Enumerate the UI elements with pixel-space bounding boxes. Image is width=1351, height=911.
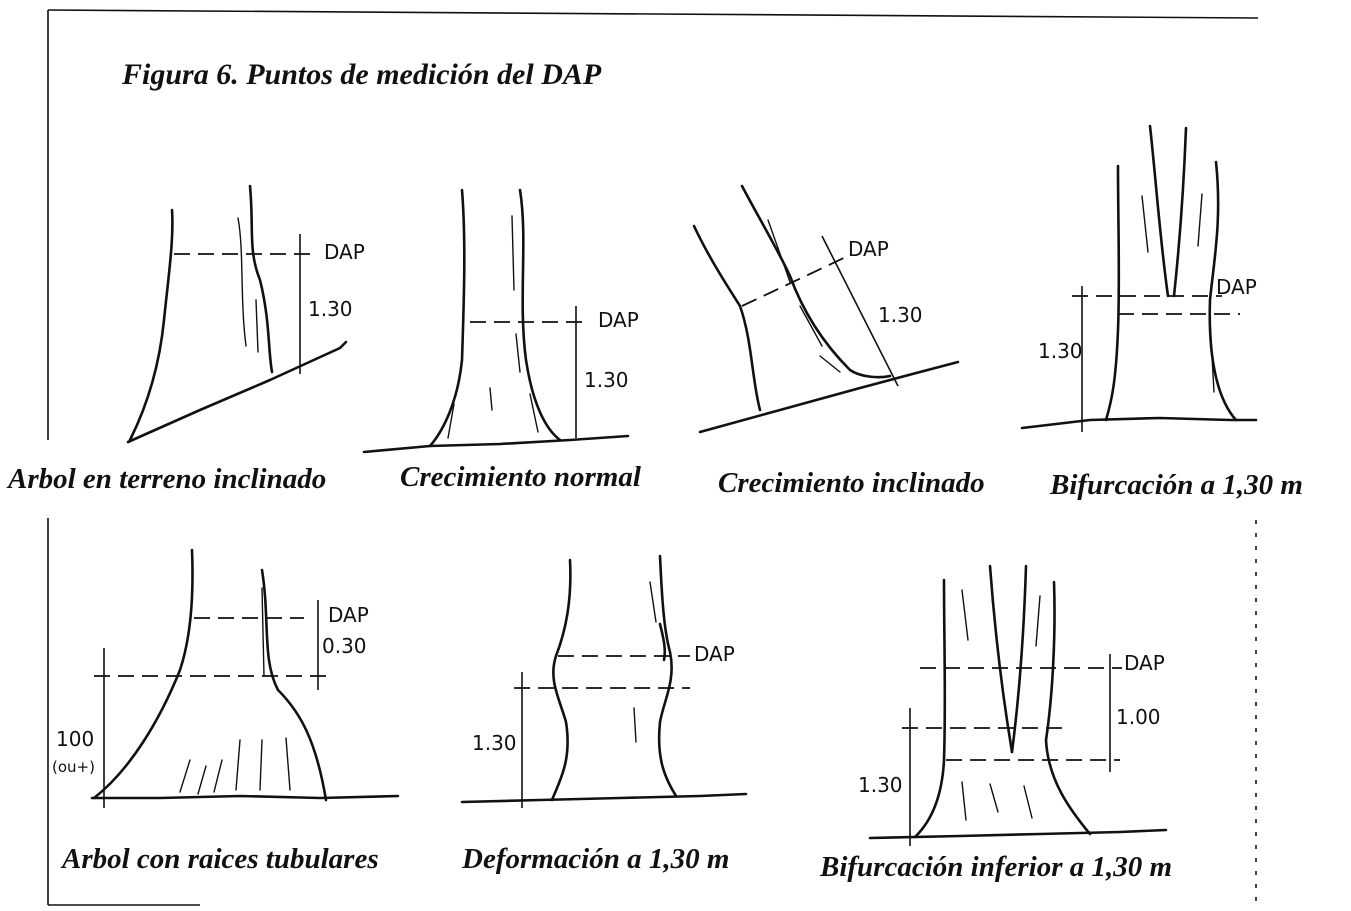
bark-mark	[238, 218, 246, 346]
bark-mark	[256, 300, 258, 352]
height-label: 1.30	[472, 731, 517, 755]
branch-left	[990, 566, 1012, 752]
dap-label: DAP	[598, 308, 639, 332]
panel-fork-below-130: DAP 1.00 1.30	[858, 566, 1166, 846]
branch-right	[1012, 566, 1026, 752]
dap-label: DAP	[694, 642, 735, 666]
ground-line	[92, 796, 398, 798]
root-mark	[214, 760, 222, 792]
trunk-left-edge	[552, 560, 570, 800]
branch-left	[1150, 126, 1168, 296]
height-label: 1.30	[584, 368, 629, 392]
root-mark	[286, 738, 290, 790]
ground-line	[1022, 418, 1256, 428]
caption-fork-at-130: Bifurcación a 1,30 m	[1049, 469, 1303, 501]
ground-line	[870, 830, 1166, 838]
dap-label: DAP	[1124, 651, 1165, 675]
height-label: 1.30	[878, 303, 923, 327]
offset-label: 0.30	[322, 634, 367, 658]
trunk-left-edge	[694, 226, 760, 410]
ground-line	[700, 362, 958, 432]
bark-mark	[262, 588, 264, 676]
root-mark	[180, 760, 190, 792]
height-label: 1.30	[1038, 339, 1083, 363]
bark-mark	[800, 306, 822, 346]
offset-label: 1.00	[1116, 705, 1161, 729]
bark-mark	[990, 784, 998, 812]
panel-fork-at-130: DAP 1.30	[1022, 126, 1257, 432]
dap-label: DAP	[324, 240, 365, 264]
bark-mark	[1142, 196, 1148, 252]
root-mark	[198, 766, 206, 794]
trunk-right-edge	[262, 570, 326, 800]
panel-buttress-roots: DAP 0.30 100 (ou+)	[52, 550, 398, 808]
panel-deformation: DAP 1.30	[462, 556, 746, 808]
bark-mark	[512, 216, 514, 290]
ground-line	[364, 436, 628, 452]
caption-deformation: Deformación a 1,30 m	[461, 843, 729, 875]
branch-right	[1174, 128, 1186, 296]
bark-mark	[1024, 786, 1032, 818]
root-mark	[236, 740, 240, 790]
caption-sloped-terrain: Arbol en terreno inclinado	[6, 463, 326, 495]
trunk-left-edge	[430, 190, 464, 446]
dap-label: DAP	[848, 237, 889, 261]
bark-mark	[1036, 596, 1040, 646]
caption-buttress-roots: Arbol con raices tubulares	[60, 843, 379, 875]
ground-line	[128, 342, 346, 442]
figure-title: Figura 6. Puntos de medición del DAP	[121, 58, 602, 91]
bark-scar	[660, 624, 665, 660]
trunk-right-edge	[742, 186, 890, 377]
bark-mark	[490, 388, 492, 410]
bark-mark	[1198, 194, 1202, 246]
root-mark	[260, 740, 262, 790]
trunk-right-edge	[250, 186, 272, 372]
dap-level-line	[742, 256, 848, 306]
height-label: 100	[56, 727, 94, 751]
trunk-right-edge	[659, 556, 676, 796]
ground-line	[462, 794, 746, 802]
trunk-left-edge	[94, 550, 193, 798]
trunk-right-edge	[520, 190, 560, 440]
panel-normal-growth: DAP 1.30	[364, 190, 639, 452]
bark-mark	[516, 334, 520, 372]
caption-inclined-growth: Crecimiento inclinado	[718, 467, 985, 499]
bark-mark	[634, 708, 636, 742]
panel-inclined-growth: DAP 1.30	[694, 186, 958, 432]
height-label: 1.30	[858, 773, 903, 797]
height-note-label: (ou+)	[52, 758, 95, 776]
height-label: 1.30	[308, 297, 353, 321]
dap-label: DAP	[328, 603, 369, 627]
trunk-left-edge	[1106, 166, 1119, 420]
trunk-right-edge	[1046, 582, 1090, 834]
trunk-left-edge	[916, 580, 945, 836]
bark-mark	[650, 582, 656, 622]
bark-mark	[1210, 320, 1214, 392]
figure-frame	[48, 10, 1258, 905]
caption-normal-growth: Crecimiento normal	[400, 461, 642, 493]
trunk-left-edge	[130, 210, 172, 440]
dap-label: DAP	[1216, 275, 1257, 299]
caption-fork-below-130: Bifurcación inferior a 1,30 m	[819, 851, 1172, 883]
bark-mark	[962, 590, 968, 640]
bark-mark	[820, 356, 840, 372]
bark-mark	[768, 220, 790, 282]
bark-mark	[962, 782, 966, 820]
panel-sloped-terrain: DAP 1.30	[128, 186, 365, 442]
